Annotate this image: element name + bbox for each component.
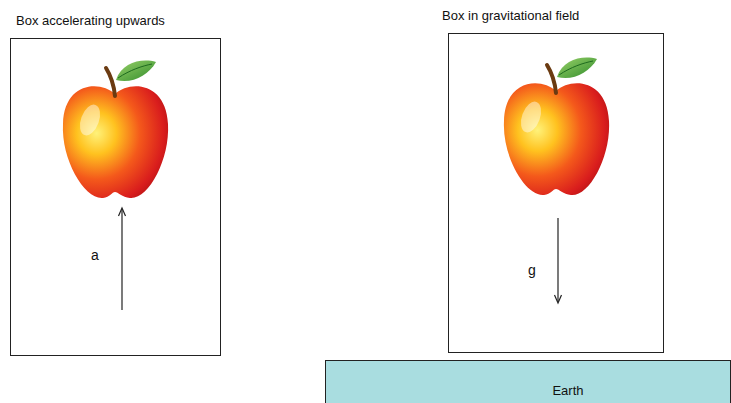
apple-right — [504, 58, 609, 195]
band-label: Earth — [552, 383, 583, 399]
earth-band: Earth — [325, 360, 731, 403]
arrow-head — [555, 295, 562, 303]
gravity-box: Box in gravitational field — [448, 33, 664, 353]
accelerating-box: Box accelerating upwards — [10, 38, 221, 356]
acceleration-label: a — [91, 247, 99, 263]
gravity-label: g — [528, 262, 536, 278]
gravity-arrow — [557, 218, 558, 302]
apple-left — [63, 61, 168, 198]
acceleration-arrow — [121, 209, 122, 310]
box-heading: Box accelerating upwards — [16, 13, 165, 29]
arrow-head — [119, 208, 126, 216]
arrows — [119, 208, 562, 310]
box-heading: Box in gravitational field — [442, 8, 579, 24]
